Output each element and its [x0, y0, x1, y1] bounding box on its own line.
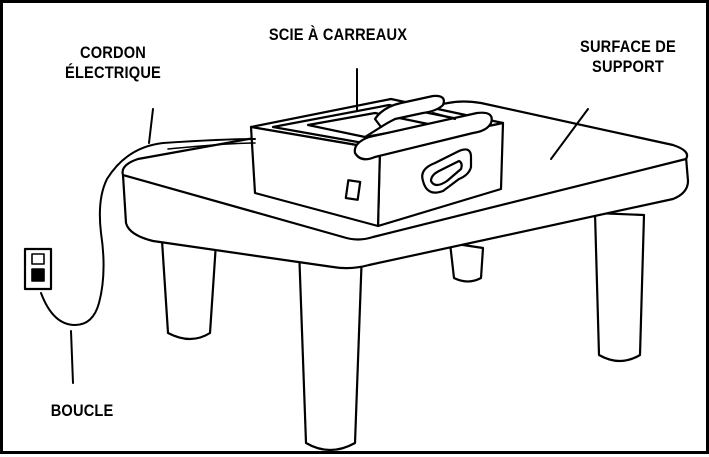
- leader-surface: [550, 108, 589, 160]
- outlet-socket-bottom-plugged: [31, 268, 45, 282]
- saw-switch: [344, 179, 362, 201]
- outlet-socket-top: [31, 253, 45, 265]
- tile-saw-setup-illustration: [23, 68, 690, 452]
- tile-saw: [249, 94, 505, 228]
- cord-path: [40, 138, 256, 326]
- saw-left-side: [249, 125, 382, 228]
- leader-loop: [70, 330, 74, 384]
- table-leg-back-right: [448, 241, 485, 283]
- label-tile-saw-text: SCIE À CARREAUX: [268, 25, 408, 44]
- label-tile-saw: SCIE À CARREAUX: [243, 25, 432, 45]
- label-power-cord-line1: CORDON: [79, 43, 147, 62]
- label-drip-loop-text: BOUCLE: [50, 401, 114, 420]
- saw-rail-left: [363, 125, 383, 139]
- table-leg-back-left: [159, 223, 219, 341]
- table-slab-front: [121, 155, 690, 270]
- label-support-surface-line1: SURFACE DE: [580, 37, 676, 56]
- table-legs: [159, 211, 646, 452]
- saw-handle-rear: [373, 94, 445, 129]
- label-support-surface-line2: SUPPORT: [592, 57, 664, 76]
- callout-lines: [70, 68, 589, 384]
- label-power-cord-line2: ÉLECTRIQUE: [65, 63, 161, 82]
- power-cord: [40, 138, 256, 326]
- label-support-surface: SURFACE DE SUPPORT: [568, 37, 688, 77]
- label-power-cord: CORDON ÉLECTRIQUE: [61, 43, 164, 83]
- saw-rail-right: [431, 111, 457, 121]
- table-leg-front-right: [593, 211, 646, 363]
- label-drip-loop: BOUCLE: [51, 401, 146, 421]
- leader-cord: [148, 108, 154, 144]
- wall-outlet: [23, 247, 53, 291]
- cord-path-lower: [167, 142, 256, 150]
- table-leg-front-left: [297, 246, 364, 452]
- saw-carry-handle-inner: [429, 159, 463, 187]
- saw-handle-front: [353, 111, 493, 161]
